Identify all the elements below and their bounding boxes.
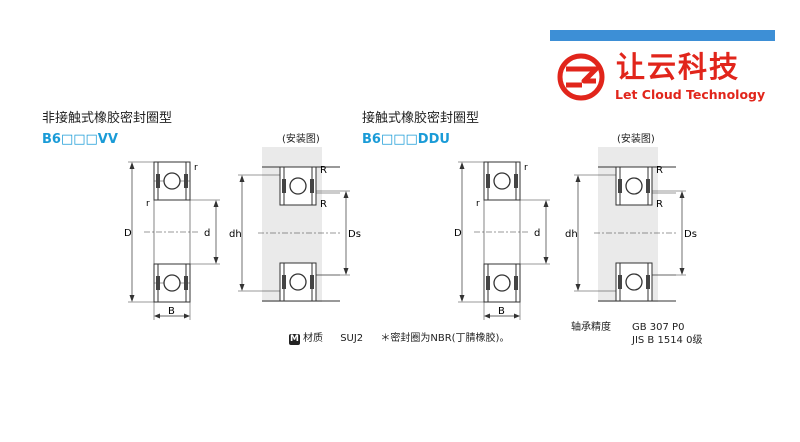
right-label-housing-diameter: dh: [565, 229, 578, 240]
right-installation-diagram: dh R R Ds: [565, 147, 697, 302]
left-type-title: 非接触式橡胶密封圈型: [42, 111, 173, 126]
left-installation-diagram: dh R R Ds: [229, 147, 361, 302]
left-label-radius-R-top: R: [320, 165, 327, 176]
right-type-title: 接触式橡胶密封圈型: [362, 111, 480, 126]
material-label: 材质: [303, 333, 323, 344]
brand-top-bar: [550, 30, 775, 41]
right-label-fillet-r-top: r: [524, 163, 528, 173]
left-install-caption: (安装图): [282, 134, 320, 145]
right-label-fillet-r-left: r: [476, 199, 480, 209]
material-badge-icon: M: [289, 334, 300, 345]
precision-jis: JIS B 1514 0级: [632, 335, 703, 346]
left-label-fillet-r-left: r: [146, 199, 150, 209]
right-label-shaft-diameter: Ds: [684, 229, 697, 240]
left-model-code: B6□□□VV: [42, 132, 118, 147]
material-value: SUJ2: [340, 333, 364, 344]
left-bearing-section-diagram: D d B r r: [124, 161, 220, 320]
left-label-fillet-r-top: r: [194, 163, 198, 173]
brand-logo-icon: [557, 53, 605, 101]
right-label-radius-R-top: R: [656, 165, 663, 176]
right-label-width: B: [498, 306, 505, 317]
right-bearing-section-diagram: D d B r r: [454, 161, 550, 320]
precision-gb: GB 307 P0: [632, 322, 685, 333]
right-model-code: B6□□□DDU: [362, 132, 450, 147]
right-label-radius-R-mid: R: [656, 199, 663, 210]
left-label-width: B: [168, 306, 175, 317]
left-label-shaft-diameter: Ds: [348, 229, 361, 240]
right-label-bore-diameter: d: [534, 228, 540, 239]
left-label-bore-diameter: d: [204, 228, 210, 239]
left-label-radius-R-mid: R: [320, 199, 327, 210]
right-label-outer-diameter: D: [454, 228, 462, 239]
seal-material-note: ＊密封圈为NBR(丁腈橡胶)。: [380, 333, 510, 344]
brand-name-cn: 让云科技: [616, 50, 741, 84]
precision-label: 轴承精度: [571, 322, 611, 333]
brand-name-en: Let Cloud Technology: [615, 87, 766, 102]
right-install-caption: (安装图): [617, 134, 655, 145]
left-label-outer-diameter: D: [124, 228, 132, 239]
left-label-housing-diameter: dh: [229, 229, 242, 240]
